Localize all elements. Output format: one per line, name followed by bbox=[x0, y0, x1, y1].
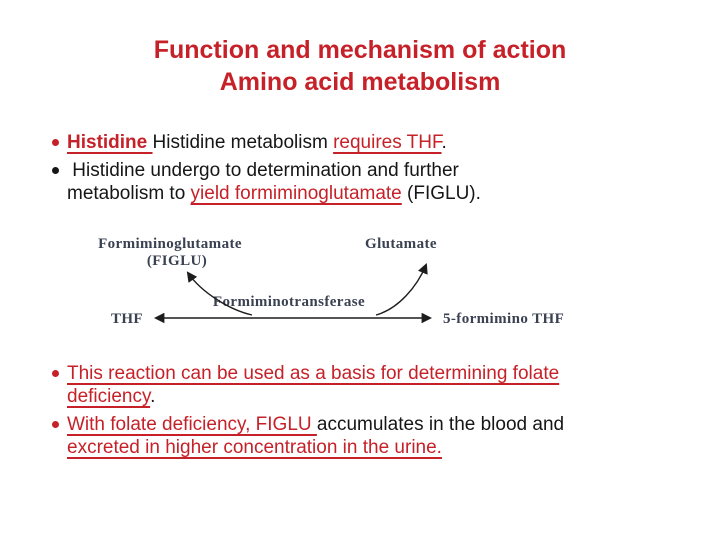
text-segment: . bbox=[150, 386, 156, 407]
bullet-marker bbox=[52, 421, 59, 428]
bullet-item-figlu-accumulates: With folate deficiency, FIGLU accumulate… bbox=[52, 413, 702, 459]
title-line-2: Amino acid metabolism bbox=[219, 68, 501, 96]
text-segment: Histidine metabolism bbox=[152, 132, 334, 153]
text-segment: . bbox=[441, 132, 447, 153]
text-segment: Histidine bbox=[67, 132, 153, 153]
label-formiminotransferase: Formiminotransferase bbox=[213, 294, 365, 310]
bullet-text: With folate deficiency, FIGLU accumulate… bbox=[67, 413, 564, 459]
bullet-list-bottom: This reaction can be used as a basis for… bbox=[52, 362, 702, 464]
reaction-diagram: Formiminoglutamate (FIGLU) Glutamate For… bbox=[98, 236, 564, 327]
text-segment: deficiency bbox=[67, 386, 151, 407]
bullet-item-histidine-thf: Histidine Histidine metabolism requires … bbox=[52, 131, 672, 154]
text-segment: accumulates in the blood and bbox=[316, 414, 565, 435]
label-figlu: (FIGLU) bbox=[147, 253, 207, 269]
bullet-marker bbox=[52, 370, 59, 377]
bullet-text: Histidine undergo to determination and f… bbox=[67, 159, 481, 205]
text-segment: yield formiminoglutamate bbox=[190, 183, 402, 204]
label-thf: THF bbox=[111, 311, 143, 327]
text-segment: requires THF bbox=[333, 132, 442, 153]
text-segment: metabolism to bbox=[67, 183, 191, 204]
text-segment: excreted in higher concentration in the … bbox=[67, 437, 442, 458]
bullet-list-top: Histidine Histidine metabolism requires … bbox=[52, 131, 672, 210]
curve-arrow-to-figlu bbox=[186, 271, 253, 316]
text-segment: (FIGLU). bbox=[401, 183, 481, 204]
bullet-item-folate-basis: This reaction can be used as a basis for… bbox=[52, 362, 702, 408]
slide-title: Function and mechanism of action Amino a… bbox=[0, 34, 720, 98]
text-segment: With folate deficiency, FIGLU bbox=[67, 414, 317, 435]
bullet-marker bbox=[52, 167, 59, 174]
bullet-marker bbox=[52, 139, 59, 146]
text-segment: Histidine undergo to determination and f… bbox=[67, 160, 459, 181]
text-segment: This reaction can be used as a basis for… bbox=[67, 363, 560, 384]
label-5-formimino-thf: 5-formimino THF bbox=[443, 311, 564, 327]
bullet-item-histidine-figlu: Histidine undergo to determination and f… bbox=[52, 159, 672, 205]
bullet-text: Histidine Histidine metabolism requires … bbox=[67, 131, 447, 154]
label-formiminoglutamate: Formiminoglutamate bbox=[98, 236, 242, 252]
label-glutamate: Glutamate bbox=[365, 236, 437, 252]
bullet-text: This reaction can be used as a basis for… bbox=[67, 362, 559, 408]
title-line-1: Function and mechanism of action bbox=[153, 36, 567, 64]
curve-arrow-to-glutamate bbox=[375, 263, 428, 316]
